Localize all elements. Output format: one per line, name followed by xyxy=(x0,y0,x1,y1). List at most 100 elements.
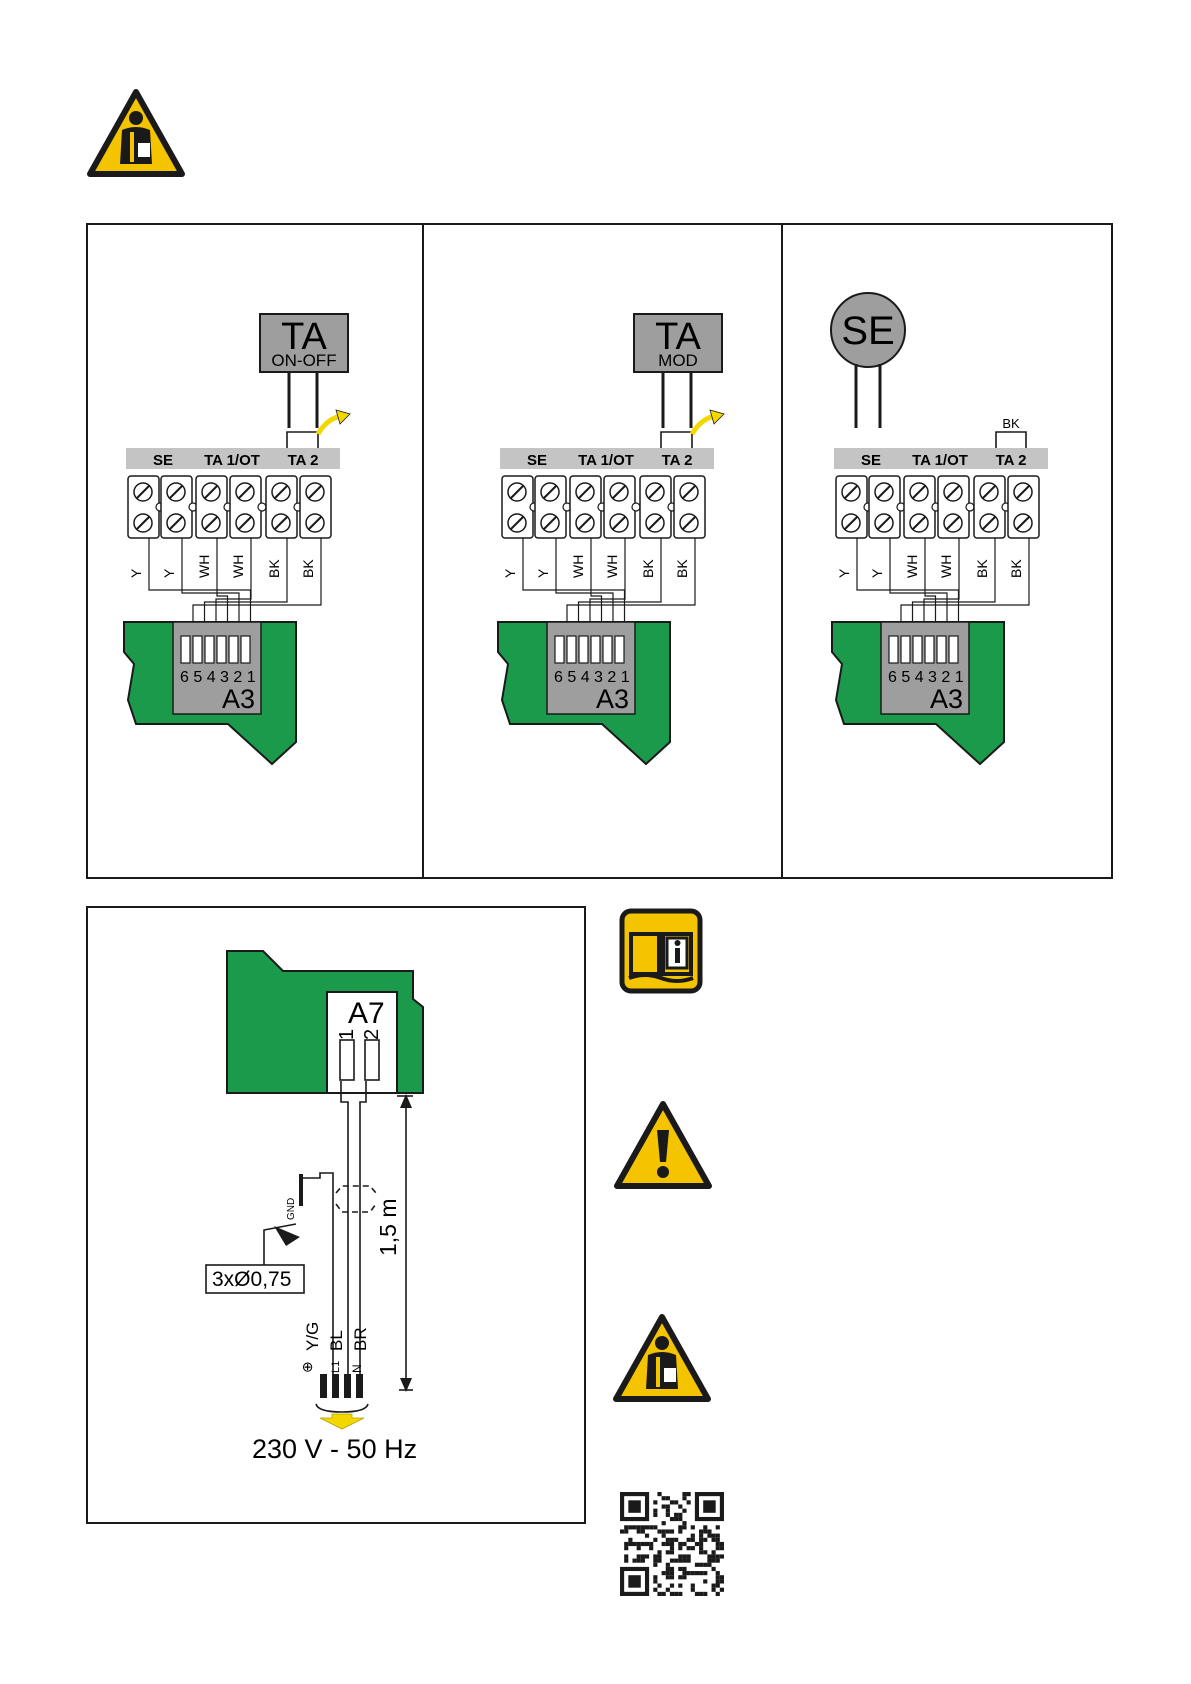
qr-module xyxy=(628,1542,632,1546)
qr-module xyxy=(645,1525,649,1529)
qr-module xyxy=(720,1542,724,1546)
qr-module xyxy=(674,1500,678,1504)
wire-label: WH xyxy=(196,555,212,578)
qr-module xyxy=(678,1575,682,1579)
qr-module xyxy=(645,1542,649,1546)
qr-module xyxy=(699,1542,703,1546)
qr-module xyxy=(712,1538,716,1542)
qr-module xyxy=(682,1575,686,1579)
qr-module xyxy=(716,1559,720,1563)
qr-module xyxy=(712,1584,716,1588)
qr-module xyxy=(637,1554,641,1558)
qr-module xyxy=(703,1550,707,1554)
qr-module xyxy=(641,1529,645,1533)
wire-label: BK xyxy=(1008,559,1024,578)
wire xyxy=(590,538,625,628)
qr-module xyxy=(682,1521,686,1525)
qr-module xyxy=(662,1521,666,1525)
wire xyxy=(556,538,613,628)
qr-module xyxy=(666,1538,670,1542)
qr-module xyxy=(649,1546,653,1550)
a7-slot-1 xyxy=(340,1040,354,1080)
qr-module xyxy=(678,1525,682,1529)
qr-module xyxy=(687,1492,691,1496)
cable-pointer xyxy=(274,1226,300,1246)
jumper-arrow-head xyxy=(710,410,724,424)
wire-color-bl: BL xyxy=(327,1330,346,1351)
qr-module xyxy=(653,1579,657,1583)
qr-module xyxy=(653,1513,657,1517)
qr-module xyxy=(666,1588,670,1592)
strip-label-ta2: TA 2 xyxy=(288,452,319,469)
qr-module xyxy=(666,1542,670,1546)
qr-module xyxy=(657,1559,661,1563)
qr-module xyxy=(720,1588,724,1592)
qr-module xyxy=(624,1529,628,1533)
qr-module xyxy=(637,1529,641,1533)
module-pin xyxy=(181,636,190,663)
qr-module xyxy=(682,1492,686,1496)
qr-module xyxy=(637,1525,641,1529)
module-label: A3 xyxy=(596,684,629,714)
qr-module xyxy=(670,1529,674,1533)
strip-label-ta1: TA 1/OT xyxy=(204,452,260,469)
qr-module xyxy=(682,1567,686,1571)
qr-module xyxy=(678,1567,682,1571)
plug-pins xyxy=(320,1374,363,1398)
qr-module xyxy=(712,1559,716,1563)
read-manual-icon xyxy=(619,908,703,994)
qr-module xyxy=(670,1542,674,1546)
wire-label: Y xyxy=(502,568,518,578)
qr-module xyxy=(716,1584,720,1588)
qr-module xyxy=(682,1554,686,1558)
qr-module xyxy=(695,1563,699,1567)
qr-module xyxy=(691,1584,695,1588)
qr-module xyxy=(691,1525,695,1529)
qr-module xyxy=(674,1559,678,1563)
module-pin xyxy=(217,636,226,663)
qr-module xyxy=(716,1554,720,1558)
terminal-n: N xyxy=(350,1364,364,1373)
qr-module xyxy=(707,1563,711,1567)
qr-module xyxy=(695,1592,699,1596)
qr-module xyxy=(703,1538,707,1542)
qr-module xyxy=(670,1517,674,1521)
a7-pin-2: 2 xyxy=(361,1029,383,1040)
qr-module xyxy=(666,1496,670,1500)
module-pin xyxy=(241,636,250,663)
qr-module xyxy=(632,1525,636,1529)
general-warning-icon xyxy=(612,1100,714,1192)
qr-module xyxy=(670,1592,674,1596)
qr-module xyxy=(687,1554,691,1558)
qr-module xyxy=(657,1550,661,1554)
qr-module xyxy=(645,1534,649,1538)
qr-module xyxy=(624,1554,628,1558)
wire-label: WH xyxy=(230,555,246,578)
qr-module xyxy=(662,1504,666,1508)
qr-module xyxy=(716,1538,720,1542)
a7-pin-1: 1 xyxy=(336,1029,358,1040)
strip-label-ta2: TA 2 xyxy=(996,452,1027,469)
qr-module xyxy=(632,1559,636,1563)
qr-module xyxy=(666,1550,670,1554)
qr-module xyxy=(716,1525,720,1529)
wire xyxy=(182,538,239,628)
qr-module xyxy=(687,1538,691,1542)
qr-module xyxy=(703,1529,707,1533)
qr-module xyxy=(703,1579,707,1583)
qr-code-icon xyxy=(620,1492,724,1596)
qr-module xyxy=(699,1563,703,1567)
wire-label: BK xyxy=(266,559,282,578)
qr-module xyxy=(657,1584,661,1588)
qr-module xyxy=(641,1542,645,1546)
wire-label: WH xyxy=(938,555,954,578)
qr-module xyxy=(653,1500,657,1504)
qr-module xyxy=(716,1571,720,1575)
wire-label: Y xyxy=(535,568,551,578)
qr-module xyxy=(653,1525,657,1529)
qr-module xyxy=(670,1567,674,1571)
a7-slot-2 xyxy=(365,1040,379,1080)
qr-module xyxy=(653,1563,657,1567)
qr-module xyxy=(645,1554,649,1558)
qr-module xyxy=(624,1546,628,1550)
